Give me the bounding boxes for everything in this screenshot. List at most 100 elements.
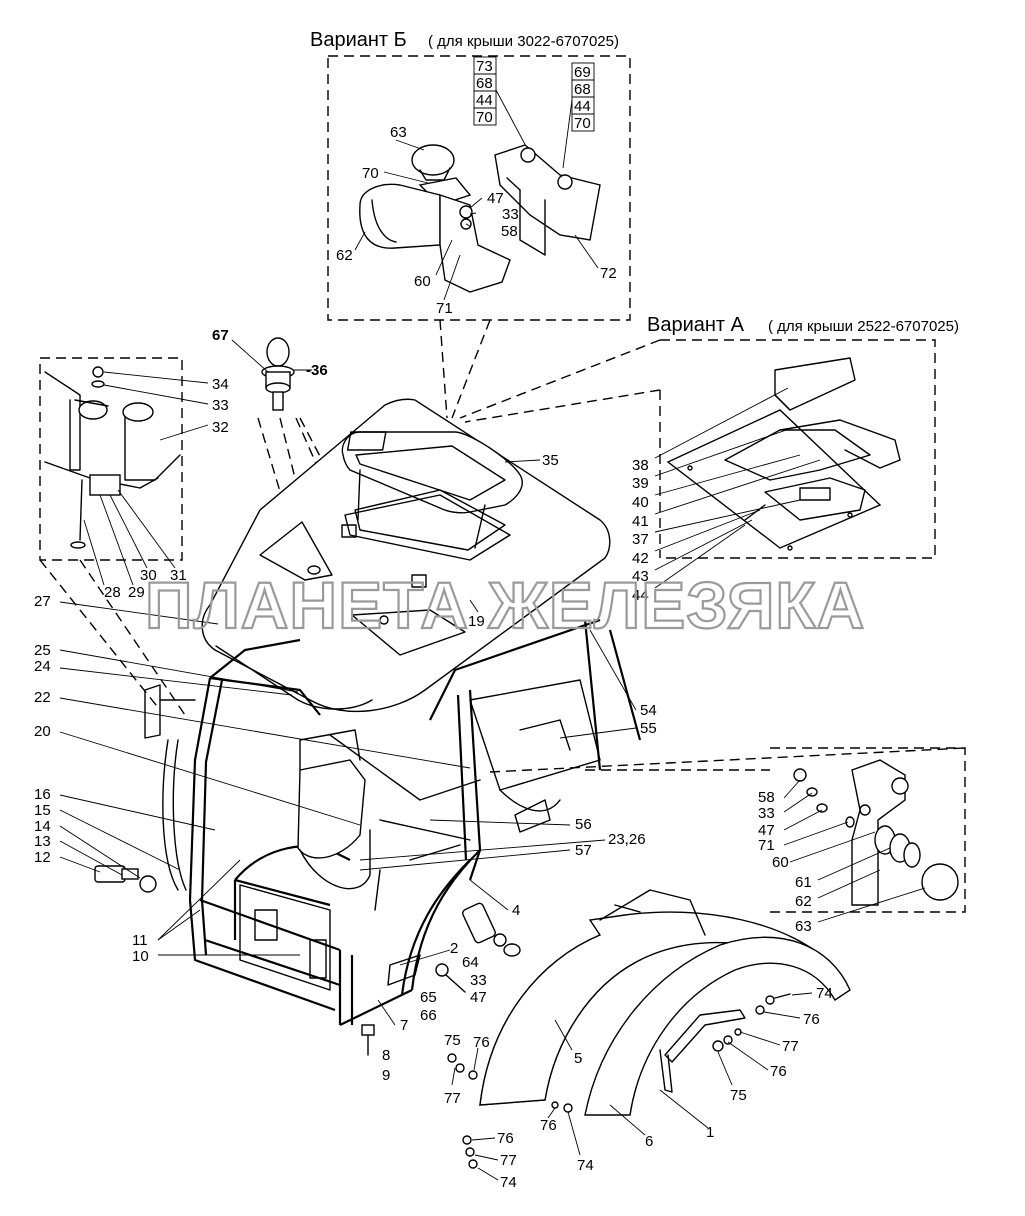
callout-63: 63 <box>390 124 407 141</box>
callout-38: 38 <box>632 457 649 474</box>
fender-drawing <box>447 889 851 1181</box>
callout-10: 10 <box>132 948 149 965</box>
boxed-labels-left: 73 68 44 70 <box>473 56 529 151</box>
variant-a-box <box>459 339 936 589</box>
callout-7: 7 <box>400 1017 408 1034</box>
callout-16: 16 <box>34 786 51 803</box>
variant-b-title: Вариант Б <box>310 29 407 51</box>
callout-70: 70 <box>362 165 379 182</box>
variant-a-title: Вариант А <box>647 314 745 336</box>
callout-25: 25 <box>34 642 51 659</box>
variant-b-subtitle: ( для крыши 3022-6707025) <box>428 33 619 50</box>
callout-76-bottom: 76 <box>540 1117 557 1134</box>
callout-12: 12 <box>34 849 51 866</box>
callout-75-left: 75 <box>444 1032 461 1049</box>
callout-66: 66 <box>420 1007 437 1024</box>
callout-29: 29 <box>128 584 145 601</box>
callout-1: 1 <box>706 1124 714 1141</box>
callout-4: 4 <box>512 902 520 919</box>
callout-19: 19 <box>468 613 485 630</box>
callout-63-right: 63 <box>795 918 812 935</box>
callout-33-hinge: 33 <box>212 397 229 414</box>
boxed-label-68b: 68 <box>574 81 591 98</box>
boxed-label-44a: 44 <box>476 92 493 109</box>
callout-77-left: 77 <box>444 1090 461 1107</box>
callout-34: 34 <box>212 376 229 393</box>
callout-47: 47 <box>487 190 504 207</box>
callout-55: 55 <box>640 720 657 737</box>
callout-71: 71 <box>436 300 453 317</box>
callout-58: 58 <box>501 223 518 240</box>
callout-15: 15 <box>34 802 51 819</box>
boxed-label-44b: 44 <box>574 98 591 115</box>
right-latch-detail <box>770 747 966 923</box>
callout-57: 57 <box>575 842 592 859</box>
variant-b-box <box>327 55 631 419</box>
callout-75-right: 75 <box>730 1087 747 1104</box>
callout-74-right: 74 <box>816 985 833 1002</box>
callout-11: 11 <box>132 932 148 949</box>
callout-76-right-b: 76 <box>770 1063 787 1080</box>
callout-5: 5 <box>574 1050 582 1067</box>
callout-28: 28 <box>104 584 121 601</box>
boxed-label-70b: 70 <box>574 115 591 132</box>
callout-60-right: 60 <box>772 854 789 871</box>
boxed-label-73: 73 <box>476 58 493 75</box>
callout-8: 8 <box>382 1047 390 1064</box>
callout-6: 6 <box>645 1133 653 1150</box>
boxed-label-69: 69 <box>574 64 591 81</box>
callout-14: 14 <box>34 818 51 835</box>
cab-leaders <box>59 629 966 1026</box>
callout-31: 31 <box>170 567 187 584</box>
callout-74-low: 74 <box>500 1174 517 1191</box>
callout-56: 56 <box>575 816 592 833</box>
callout-72: 72 <box>600 265 617 282</box>
callout-64: 64 <box>462 954 479 971</box>
callout-2: 2 <box>450 940 458 957</box>
callout-58-right: 58 <box>758 789 775 806</box>
callout-9: 9 <box>382 1067 390 1084</box>
watermark-text: ПЛАНЕТА ЖЕЛЕЗЯКА <box>145 568 865 642</box>
callout-60: 60 <box>414 273 431 290</box>
callout-77-right: 77 <box>782 1038 799 1055</box>
callout-62: 62 <box>336 247 353 264</box>
callout-22: 22 <box>34 689 51 706</box>
callout-43: 43 <box>632 568 649 585</box>
callout-33-cab: 33 <box>470 972 487 989</box>
callout-54: 54 <box>640 702 657 719</box>
variant-a-subtitle: ( для крыши 2522-6707025) <box>768 318 959 335</box>
callout-33-right: 33 <box>758 805 775 822</box>
callout-39: 39 <box>632 475 649 492</box>
callout-61: 61 <box>795 874 812 891</box>
callout-42: 42 <box>632 550 649 567</box>
cab-frame-drawing <box>94 618 642 1056</box>
callout-33: 33 <box>502 206 519 223</box>
callout-71-right: 71 <box>758 837 775 854</box>
variant-b-latch-drawing <box>354 139 601 301</box>
callout-76-right-a: 76 <box>803 1011 820 1028</box>
callout-41: 41 <box>632 513 649 530</box>
callout-47-cab: 47 <box>470 989 487 1006</box>
callout-30: 30 <box>140 567 157 584</box>
callout-23-26: 23,26 <box>608 831 646 848</box>
boxed-label-68a: 68 <box>476 75 493 92</box>
callout-37: 37 <box>632 531 649 548</box>
callout-35: 35 <box>542 452 559 469</box>
callout-36: -36 <box>306 362 328 379</box>
callout-40: 40 <box>632 494 649 511</box>
callout-24: 24 <box>34 658 51 675</box>
callout-13: 13 <box>34 833 51 850</box>
callout-74-bottom: 74 <box>577 1157 594 1174</box>
boxed-labels-right: 69 68 44 70 <box>562 62 595 169</box>
callout-20: 20 <box>34 723 51 740</box>
callout-65: 65 <box>420 989 437 1006</box>
callout-77-low: 77 <box>500 1152 517 1169</box>
callout-62-right: 62 <box>795 893 812 910</box>
callout-47-right: 47 <box>758 822 775 839</box>
boxed-label-70a: 70 <box>476 109 493 126</box>
callout-27: 27 <box>34 593 51 610</box>
callout-32: 32 <box>212 419 229 436</box>
callout-44: 44 <box>632 587 649 604</box>
